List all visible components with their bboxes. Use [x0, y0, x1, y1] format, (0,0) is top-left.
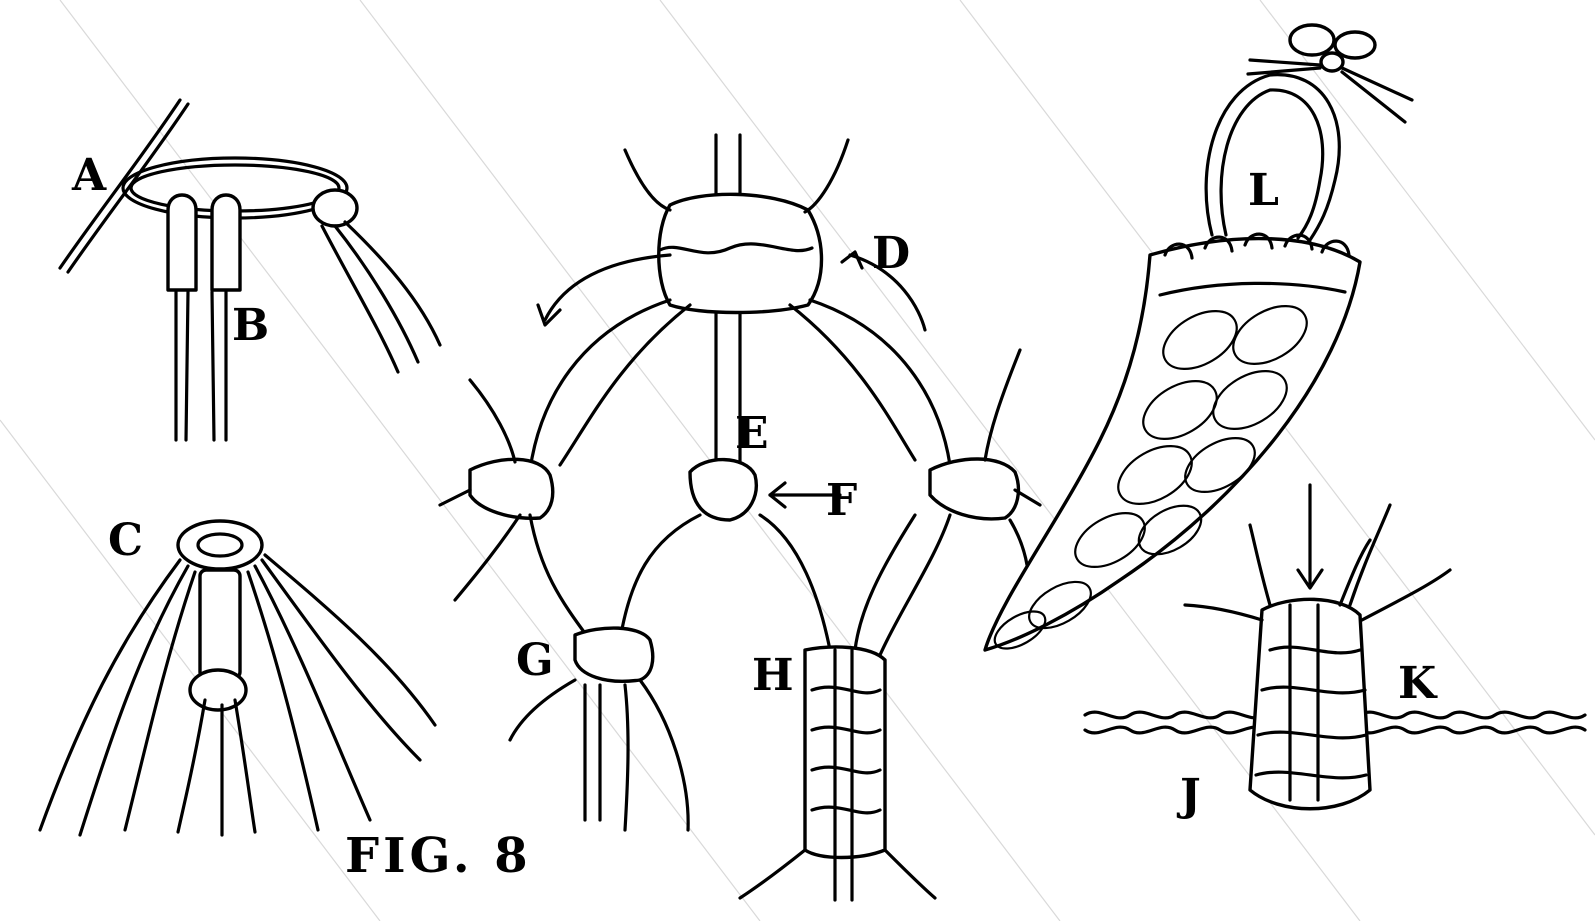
label-g: G — [516, 635, 554, 686]
label-h: H — [752, 650, 794, 701]
label-f: F — [826, 475, 857, 526]
figure-caption: FIG. 8 — [345, 828, 532, 884]
label-k: K — [1398, 658, 1438, 709]
label-b: B — [232, 300, 269, 351]
label-d: D — [872, 228, 910, 279]
label-c: C — [108, 515, 143, 566]
label-j: J — [1176, 770, 1201, 821]
label-l: L — [1248, 165, 1279, 216]
knot-network-drawing — [440, 135, 1040, 900]
ring-hitch-drawing — [60, 100, 440, 440]
horn-drawing — [985, 25, 1412, 656]
label-a: A — [71, 150, 107, 201]
label-e: E — [735, 408, 769, 459]
bundle-crown-drawing — [40, 521, 435, 835]
